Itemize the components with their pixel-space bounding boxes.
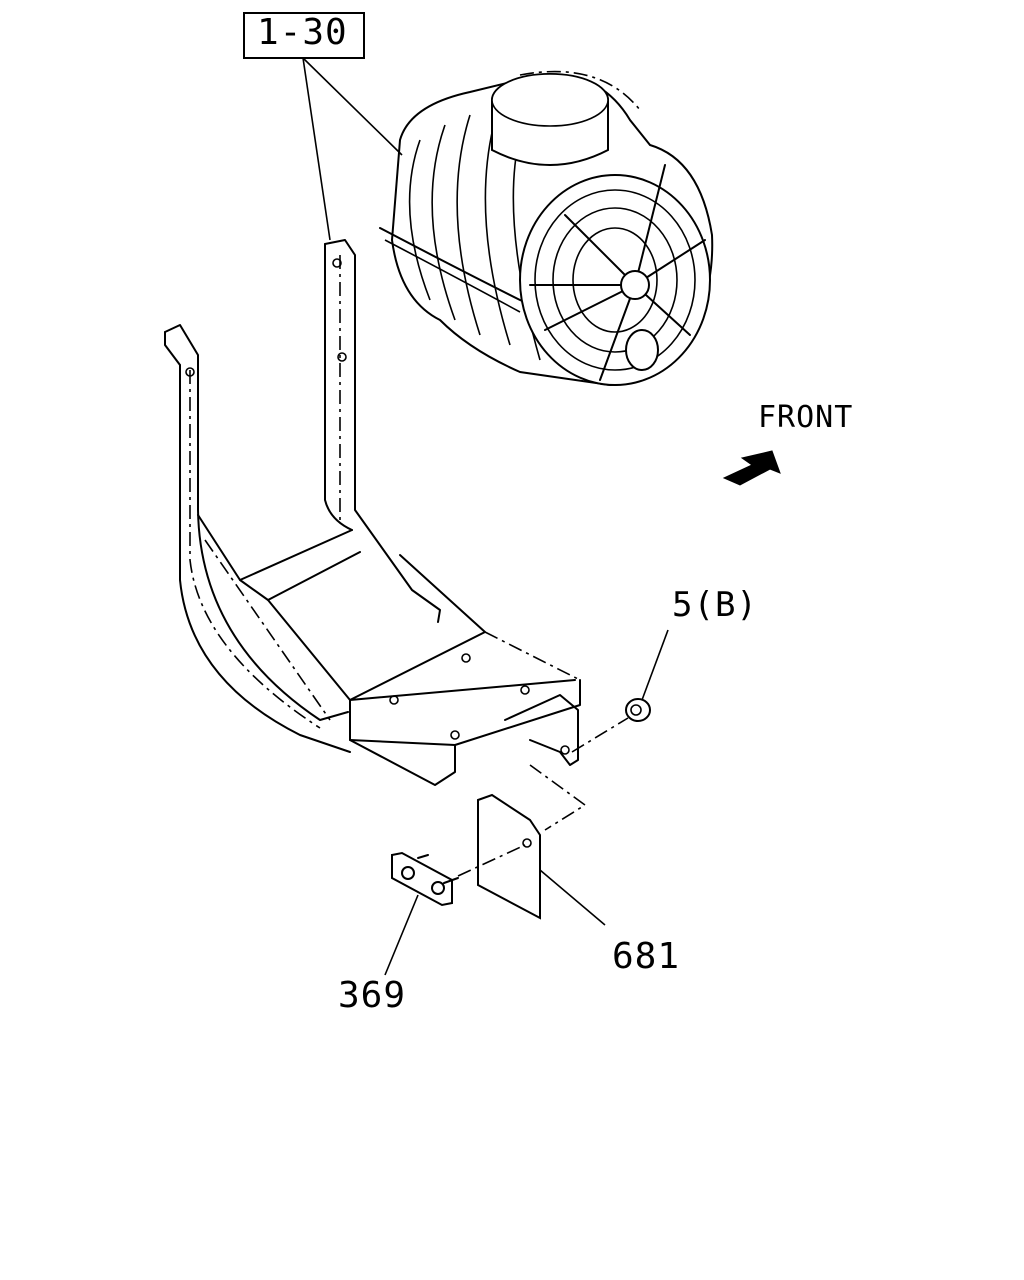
callout-bolt[interactable]: 369 (338, 975, 407, 1016)
bolt-plate (384, 844, 526, 976)
ref-label-air-cleaner[interactable]: 1-30 (257, 12, 348, 53)
callout-bracket[interactable]: 681 (612, 936, 681, 977)
front-label: FRONT (758, 400, 854, 435)
mounting-frame (164, 239, 581, 786)
front-arrow-icon (722, 450, 781, 486)
air-cleaner-assembly (379, 70, 714, 387)
callout-nut[interactable]: 5(B) (672, 585, 758, 625)
bracket-plate (477, 764, 606, 926)
leader-lines-ref (302, 57, 403, 241)
ref-box (243, 12, 365, 59)
flange-nut (571, 629, 669, 753)
